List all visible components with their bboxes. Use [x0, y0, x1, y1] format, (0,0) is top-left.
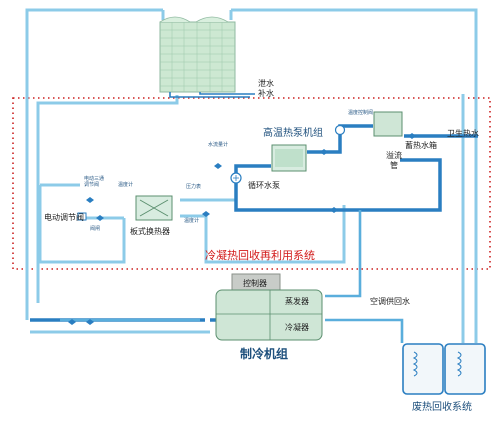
valve-icons — [68, 133, 416, 325]
plate-heat-exchanger-label: 板式换热器 — [130, 226, 170, 236]
heat-pump-unit-label: 高温热泵机组 — [263, 126, 323, 139]
control-box-label: 控制器 — [243, 278, 267, 288]
thermometer-2-label: 温度计 — [184, 217, 199, 224]
valve-label: 阀闸 — [90, 225, 100, 232]
ac-supply-return-label: 空调供回水 — [370, 296, 410, 306]
chiller-unit-label: 制冷机组 — [240, 346, 288, 361]
motorized-valve-label: 电动调节阀 — [44, 212, 84, 222]
storage-tank — [373, 111, 403, 137]
thermometer-1-label: 温度计 — [118, 181, 133, 188]
electric-3way-valve-label-1: 电动三通 — [84, 175, 104, 182]
cooling-water-pipes — [25, 8, 478, 343]
overflow-pipe-label-1: 溢流 — [386, 150, 402, 160]
system-title: 冷凝热回收再利用系统 — [205, 248, 315, 262]
tank-pump — [334, 124, 346, 136]
overflow-pipe-label-2: 管 — [390, 160, 398, 170]
makeup-water-label: 补水 — [258, 88, 274, 98]
pressure-gauge-label: 压力表 — [186, 183, 201, 190]
heat-pump-unit — [271, 144, 307, 172]
system-boundary — [12, 97, 491, 270]
heat-pump-circulation-pump — [230, 172, 242, 184]
circulation-pump-label: 循环水泵 — [248, 180, 280, 190]
waste-heat-tanks — [402, 343, 486, 395]
motorized-valve-icon — [77, 212, 87, 221]
electric-3way-valve-label-2: 调节阀 — [84, 181, 99, 188]
temp-control-valve-label: 温度控制阀 — [348, 109, 373, 116]
waste-heat-recovery-label: 废热回收系统 — [412, 400, 472, 413]
condenser-label: 冷凝器 — [285, 322, 309, 332]
chiller-unit — [215, 273, 323, 341]
evaporator-label: 蒸发器 — [285, 296, 309, 306]
storage-tank-label: 蓄热水箱 — [405, 140, 437, 150]
domestic-hot-water-label: 卫生热水 — [447, 128, 479, 138]
cooling-tower — [159, 16, 255, 98]
plate-heat-exchanger — [135, 195, 173, 221]
flow-meter-label: 水流量计 — [208, 141, 228, 148]
drain-water-label: 泄水 — [258, 78, 274, 88]
